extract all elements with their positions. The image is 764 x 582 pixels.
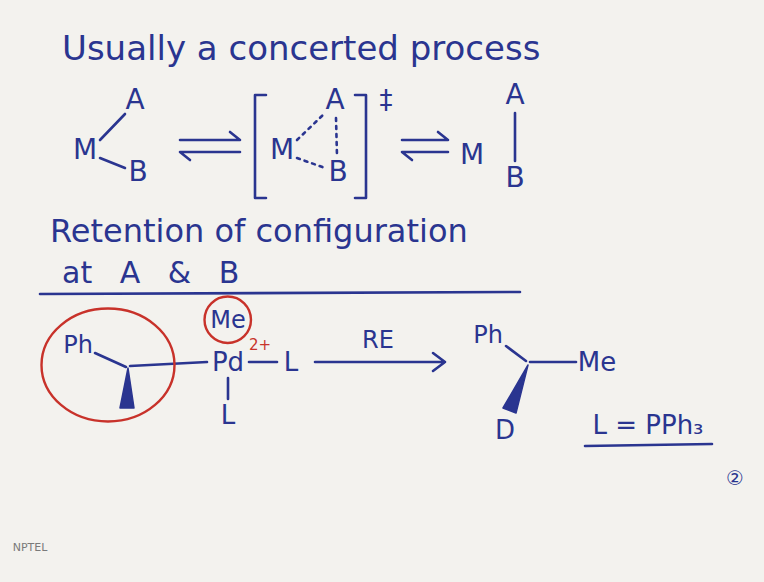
bond-line (100, 114, 125, 140)
atom-symbol: B (328, 157, 347, 188)
wedge-bond (120, 368, 134, 408)
atom-symbol: B (128, 157, 147, 188)
charge-label: 2+ (249, 337, 271, 354)
equilibrium-arrow (180, 132, 240, 140)
bracket (355, 95, 366, 198)
bond-line (530, 361, 576, 364)
circled-group: Ph (40, 307, 176, 423)
partial-bond (297, 114, 324, 140)
ligand-definition: L = PPh₃ (592, 411, 703, 440)
atom-symbol: M (460, 140, 484, 171)
partial-bond (297, 158, 325, 168)
atom-symbol: A (125, 85, 144, 116)
underline (585, 444, 712, 446)
note-text: Retention of configuration (50, 214, 468, 249)
bond-line (95, 353, 126, 367)
bond-line (227, 378, 230, 399)
group-symbol: Me (578, 348, 616, 377)
group-symbol: Ph (473, 322, 503, 348)
atom-symbol: M (270, 135, 294, 166)
circle-outline (205, 297, 251, 343)
group-symbol: Me (210, 307, 245, 333)
partial-bond (336, 118, 337, 156)
arrow-label: RE (362, 327, 394, 353)
circle-outline (42, 309, 175, 422)
atom-symbol: M (73, 135, 97, 166)
circle-outline (40, 307, 176, 423)
divider-line (40, 292, 520, 294)
bond-line (506, 346, 526, 361)
reaction-arrow (315, 353, 445, 371)
wedge-bond (503, 365, 528, 413)
slide-heading: Usually a concerted process (62, 30, 540, 67)
bond-line (100, 158, 125, 168)
note-text: at A & B (62, 256, 239, 289)
bond-line (130, 362, 207, 366)
ligand-symbol: L (284, 348, 299, 377)
watermark: NPTEL (13, 542, 48, 554)
bracket (255, 95, 266, 198)
group-symbol: Ph (63, 332, 93, 358)
circled-group: Me (203, 295, 252, 344)
ligand-symbol: L (221, 401, 236, 430)
equilibrium-arrow (402, 152, 448, 160)
equilibrium-arrow (180, 152, 240, 160)
metal-symbol: Pd (212, 348, 244, 377)
atom-symbol: D (495, 416, 515, 445)
atom-symbol: A (325, 85, 344, 116)
transition-state-mark: ‡ (380, 86, 393, 115)
bond-line (514, 113, 517, 161)
bond-line (249, 361, 277, 364)
atom-symbol: B (505, 163, 524, 194)
equilibrium-arrow (402, 132, 448, 140)
atom-symbol: A (505, 80, 524, 111)
page-number: ② (726, 467, 744, 489)
